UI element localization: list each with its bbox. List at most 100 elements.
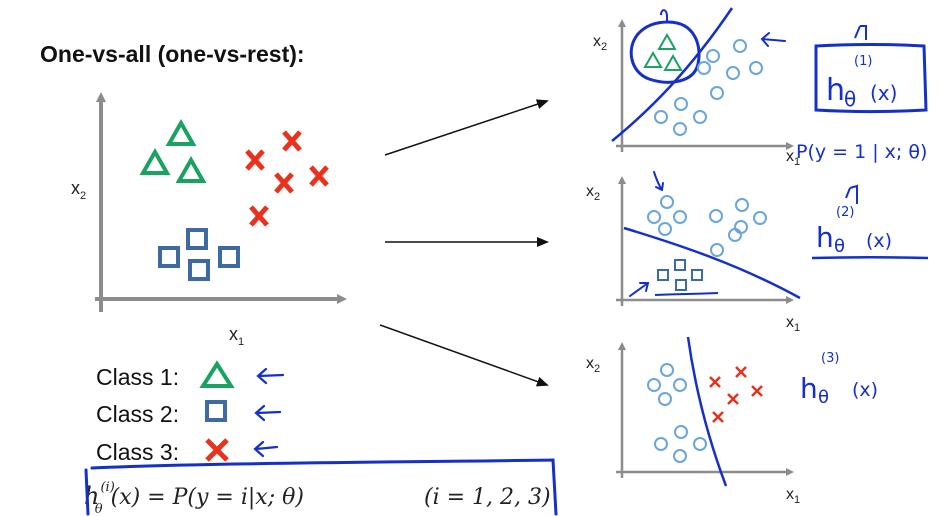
page-title: One-vs-all (one-vs-rest): xyxy=(40,41,305,67)
circle-marker xyxy=(674,425,688,439)
annotation-h3: (3) h θ (x) xyxy=(800,351,878,408)
triangle-marker xyxy=(663,53,683,71)
circle-marker xyxy=(753,211,767,225)
annotation-box xyxy=(814,43,928,113)
circle-marker xyxy=(726,66,740,80)
ink-arrow-icon xyxy=(254,404,282,422)
formula-box xyxy=(84,458,558,516)
annotation-h2-arg: (x) xyxy=(866,230,892,252)
annotation-h1: (1) h θ (x) P(y = 1 | x; θ) xyxy=(796,25,928,163)
circle-marker xyxy=(673,378,687,392)
circle-marker xyxy=(673,210,687,224)
sub3-circles xyxy=(647,363,707,463)
square-marker xyxy=(657,269,669,281)
square-marker xyxy=(188,259,210,281)
sub3-x-label: x1 xyxy=(786,486,800,506)
main-x-label: x1 xyxy=(229,324,244,348)
circle-marker xyxy=(693,110,707,124)
sub2-boundary xyxy=(623,226,801,300)
sub3-boundary xyxy=(686,336,728,487)
sub1-ink-arrow xyxy=(760,32,786,47)
triangle-marker xyxy=(643,50,663,68)
annotation-h1-arg: (x) xyxy=(870,81,897,105)
formula: h(i)θ(x) = P(y = i|x; θ) (i = 1, 2, 3) xyxy=(84,458,558,516)
subplot-1: x2 x1 xyxy=(593,7,800,168)
main-triangles xyxy=(139,118,207,183)
subplot-2: x2 x1 xyxy=(586,171,801,334)
annotation-underline xyxy=(811,256,929,260)
circle-marker xyxy=(710,243,724,257)
sub1-boundary xyxy=(611,7,734,142)
circle-marker xyxy=(654,437,668,451)
cross-marker xyxy=(727,393,739,405)
annotation-h1-sup: (1) xyxy=(854,54,872,69)
annotation-h3-h: h xyxy=(800,372,818,405)
sub1-x-label: x1 xyxy=(786,148,800,168)
main-squares xyxy=(158,228,240,281)
annotation-h3-sup: (3) xyxy=(821,351,839,366)
class-legend: Class 1: Class 2: Class 3: xyxy=(96,360,285,465)
sub3-crosses xyxy=(709,366,763,423)
sub1-y-label: x2 xyxy=(593,33,607,53)
annotation-h3-theta: θ xyxy=(818,387,829,408)
annotation-h2-sup: (2) xyxy=(836,205,854,220)
sub2-ink-underline xyxy=(654,292,719,296)
sub2-y-label: x2 xyxy=(586,183,600,203)
annotation-h2-h: h xyxy=(816,221,834,254)
sub2-ink-arrow xyxy=(629,282,650,297)
circle-marker xyxy=(647,378,661,392)
cross-marker xyxy=(751,385,763,397)
triangle-marker xyxy=(175,155,207,183)
cross-marker xyxy=(245,149,265,171)
cross-marker xyxy=(712,411,724,423)
square-marker xyxy=(218,246,240,268)
annotation-h1-h: h xyxy=(826,73,845,108)
annotation-h2: (2) h θ (x) xyxy=(811,184,929,260)
cross-marker xyxy=(735,366,747,378)
annotation-h2-theta: θ xyxy=(834,236,845,257)
ink-tick-icon xyxy=(854,25,867,40)
sub2-ink-tick xyxy=(653,171,664,191)
cross-marker xyxy=(309,165,329,187)
circle-marker xyxy=(660,195,674,209)
circle-marker xyxy=(658,222,672,236)
class-1-label: Class 1: xyxy=(96,364,179,390)
circle-marker xyxy=(658,392,672,406)
cross-marker xyxy=(709,376,721,388)
cross-marker xyxy=(282,130,302,152)
circle-marker xyxy=(673,122,687,136)
circle-marker xyxy=(674,97,688,111)
sub1-ink-circle xyxy=(629,20,701,84)
class-2-label: Class 2: xyxy=(96,401,179,427)
annotation-p-expr: P(y = 1 | x; θ) xyxy=(796,141,927,163)
square-icon xyxy=(205,400,227,422)
square-marker xyxy=(691,269,703,281)
cross-marker xyxy=(274,172,294,194)
circle-marker xyxy=(654,110,668,124)
ink-arrow-icon xyxy=(256,367,285,385)
main-crosses xyxy=(245,130,329,227)
cross-icon xyxy=(205,438,229,462)
circle-marker xyxy=(706,49,720,63)
arrow-to-plot-3 xyxy=(379,324,549,387)
circle-marker xyxy=(673,449,687,463)
arrow-to-plot-1 xyxy=(384,99,549,156)
circle-marker xyxy=(749,61,763,75)
triangle-marker xyxy=(657,32,677,50)
class-3-label: Class 3: xyxy=(96,439,179,465)
sub1-circles xyxy=(654,39,763,136)
circle-marker xyxy=(733,39,747,53)
sub3-y-label: x2 xyxy=(586,355,600,375)
square-marker xyxy=(158,246,180,268)
subplot-3: x2 x1 xyxy=(586,336,800,506)
circle-marker xyxy=(735,198,749,212)
formula-range: (i = 1, 2, 3) xyxy=(424,485,551,510)
sub2-circles xyxy=(647,195,767,257)
formula-lhs: h(i)θ(x) = P(y = i|x; θ) xyxy=(84,480,304,516)
triangle-marker xyxy=(139,147,171,175)
ink-arrow-icon xyxy=(253,440,279,458)
circle-marker xyxy=(660,363,674,377)
square-marker xyxy=(674,259,686,271)
sub2-x-label: x1 xyxy=(786,314,800,334)
